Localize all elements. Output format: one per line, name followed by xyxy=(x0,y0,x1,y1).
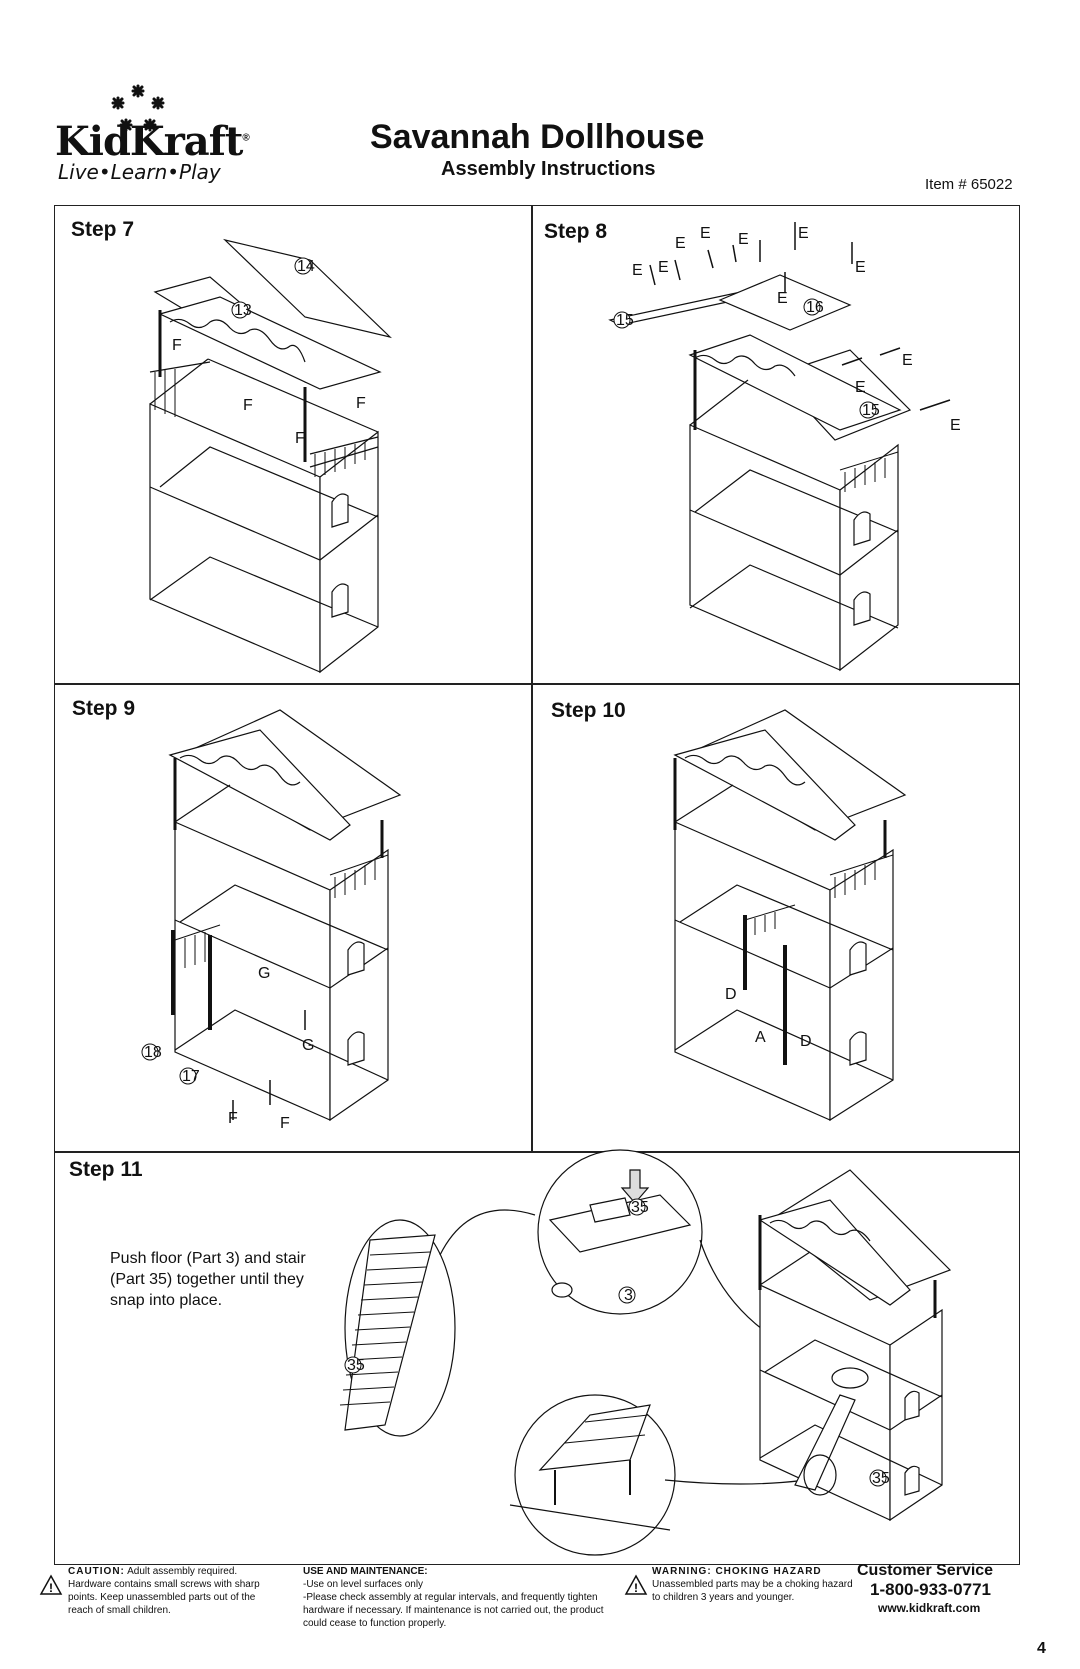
step-7-label: Step 7 xyxy=(71,218,135,241)
caution-warning-icon: ! xyxy=(40,1575,62,1595)
caution-notice: CAUTION: Adult assembly required. Hardwa… xyxy=(68,1565,278,1617)
svg-text:D: D xyxy=(725,986,737,1003)
step-10-callouts: D A D xyxy=(725,986,812,1050)
document-subtitle: Assembly Instructions xyxy=(441,158,656,180)
document-title: Savannah Dollhouse xyxy=(370,118,705,156)
use-line-1: -Use on level surfaces only xyxy=(303,1579,424,1590)
step-11-assembly-drawing: 35 35 3 35 xyxy=(330,1160,1010,1550)
step-9-callouts: G G 18 17 F F xyxy=(142,965,314,1132)
item-number: Item # 65022 xyxy=(925,176,1013,193)
svg-text:F: F xyxy=(356,395,366,412)
svg-text:F: F xyxy=(228,1110,238,1127)
svg-text:A: A xyxy=(755,1029,766,1046)
svg-text:E: E xyxy=(855,259,866,276)
step-11-instruction: Push floor (Part 3) and stair (Part 35) … xyxy=(110,1250,306,1309)
kidkraft-logo-stars xyxy=(90,48,260,188)
step-9-dollhouse-drawing: G G 18 17 F F xyxy=(140,710,440,1132)
steps-frame xyxy=(54,205,1020,1565)
svg-text:14: 14 xyxy=(297,258,315,275)
warning-text: Unassembled parts may be a choking hazar… xyxy=(652,1579,853,1603)
svg-text:F: F xyxy=(243,397,253,414)
svg-text:!: ! xyxy=(634,1581,638,1595)
svg-text:F: F xyxy=(280,1115,290,1132)
step-10-label: Step 10 xyxy=(551,699,626,722)
svg-text:E: E xyxy=(777,290,788,307)
step-divider-row2 xyxy=(54,1151,1020,1153)
use-heading: USE AND MAINTENANCE: xyxy=(303,1566,428,1577)
svg-text:E: E xyxy=(902,352,913,369)
svg-text:3: 3 xyxy=(624,1287,633,1304)
caution-text: Adult assembly required. Hardware contai… xyxy=(68,1566,260,1616)
step-divider-vertical xyxy=(531,205,533,1152)
choking-warning-notice: WARNING: CHOKING HAZARD Unassembled part… xyxy=(652,1565,862,1604)
svg-text:G: G xyxy=(302,1037,314,1054)
step-10-dollhouse-drawing: D A D xyxy=(665,710,935,1130)
svg-text:E: E xyxy=(675,235,686,252)
use-line-2: -Please check assembly at regular interv… xyxy=(303,1592,604,1629)
svg-text:17: 17 xyxy=(182,1068,200,1085)
website-link[interactable]: www.kidkraft.com xyxy=(878,1601,981,1615)
svg-text:F: F xyxy=(295,430,305,447)
customer-service-title: Customer Service xyxy=(857,1562,994,1579)
svg-text:E: E xyxy=(738,231,749,248)
svg-text:!: ! xyxy=(49,1581,53,1595)
svg-text:D: D xyxy=(800,1033,812,1050)
step-7-dollhouse-drawing: 14 13 F F F F xyxy=(150,232,410,672)
step-11-callouts: 35 35 3 35 xyxy=(345,1199,890,1487)
svg-text:E: E xyxy=(855,379,866,396)
step-7-callouts: 14 13 F F F F xyxy=(172,258,366,447)
use-maintenance-notice: USE AND MAINTENANCE: -Use on level surfa… xyxy=(303,1565,623,1630)
step-11-label: Step 11 xyxy=(69,1158,143,1181)
svg-text:35: 35 xyxy=(872,1470,890,1487)
customer-service-phone[interactable]: 1-800-933-0771 xyxy=(870,1580,991,1599)
step-divider-row1 xyxy=(54,683,1020,685)
svg-text:16: 16 xyxy=(806,299,824,316)
choking-warning-icon: ! xyxy=(625,1575,647,1595)
svg-text:E: E xyxy=(798,225,809,242)
svg-text:E: E xyxy=(632,262,643,279)
brand-logo-wordmark: KidKraft® xyxy=(55,118,250,165)
step-8-callouts: E E E E E E E E E E E 15 16 15 xyxy=(614,225,961,434)
svg-text:18: 18 xyxy=(144,1044,162,1061)
svg-text:G: G xyxy=(258,965,270,982)
step-8-label: Step 8 xyxy=(544,220,608,243)
warning-heading: WARNING: CHOKING HAZARD xyxy=(652,1566,822,1577)
brand-tagline: Live•Learn•Play xyxy=(58,160,221,184)
svg-text:15: 15 xyxy=(616,312,634,329)
step-8-dollhouse-drawing: E E E E E E E E E E E 15 16 15 xyxy=(610,230,961,670)
svg-text:35: 35 xyxy=(347,1357,365,1374)
step-9-label: Step 9 xyxy=(72,697,136,720)
svg-text:E: E xyxy=(700,225,711,242)
svg-text:15: 15 xyxy=(862,402,880,419)
svg-text:35: 35 xyxy=(631,1199,649,1216)
svg-text:13: 13 xyxy=(234,302,252,319)
svg-text:E: E xyxy=(950,417,961,434)
caution-heading: CAUTION: xyxy=(68,1566,125,1577)
page-number: 4 xyxy=(1037,1640,1046,1657)
svg-text:E: E xyxy=(658,259,669,276)
svg-text:F: F xyxy=(172,337,182,354)
